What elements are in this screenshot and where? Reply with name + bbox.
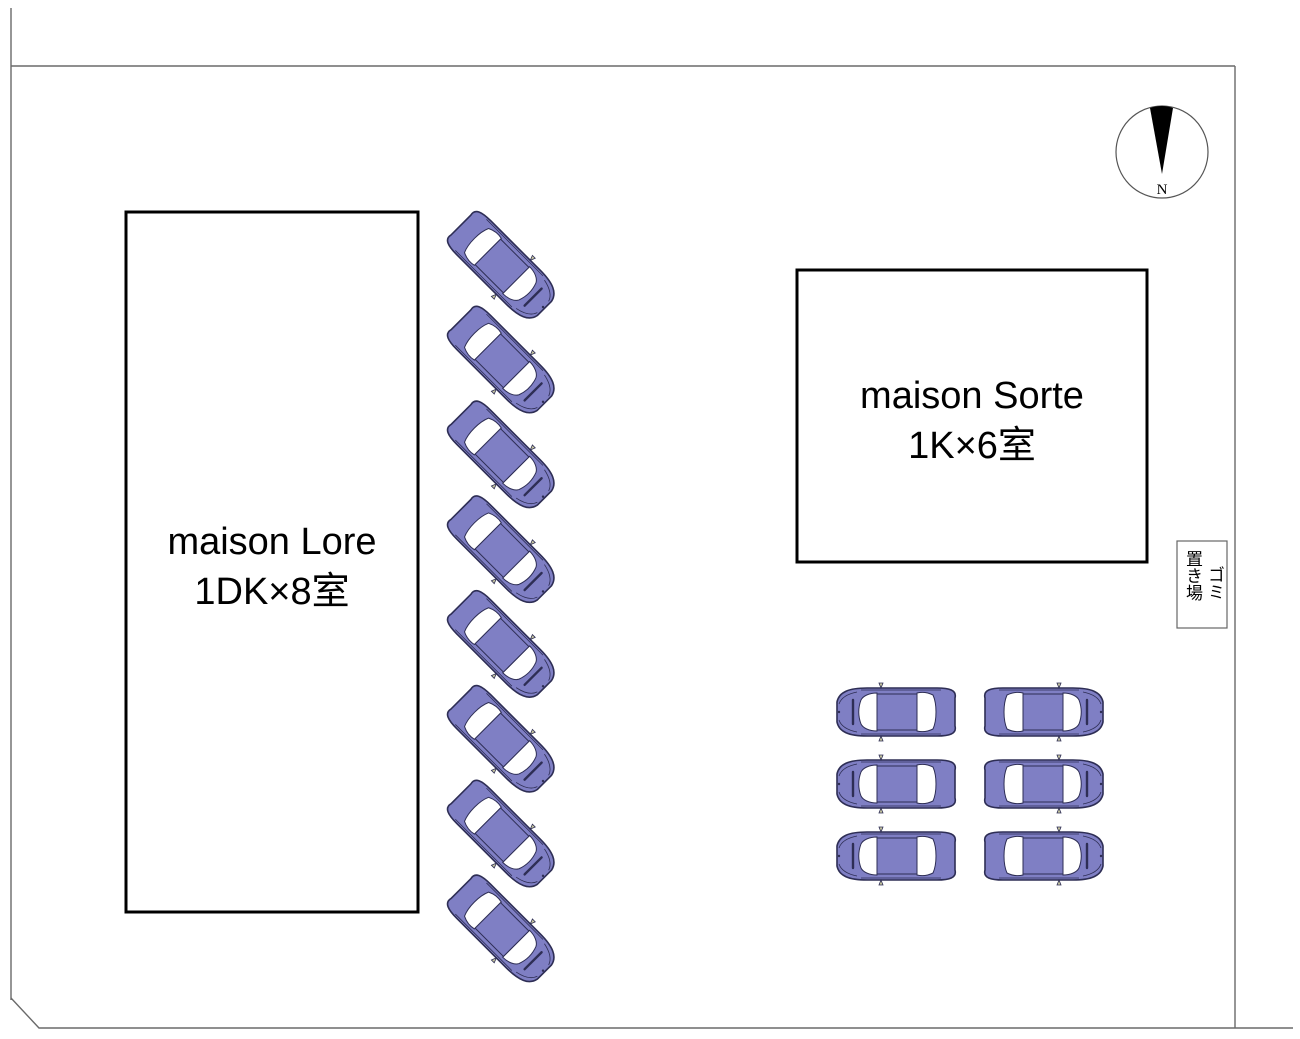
building-units: 1DK×8室 xyxy=(194,571,349,613)
parking-space-car-icon xyxy=(439,582,567,710)
parking-maison-lore xyxy=(439,203,567,994)
trash-area-outline xyxy=(1176,540,1228,629)
building-units: 1K×6室 xyxy=(908,425,1036,467)
parking-space-car-icon xyxy=(439,203,567,331)
site-boundary xyxy=(10,8,1293,1029)
building-name: maison Lore xyxy=(167,521,376,563)
parking-space-car-icon xyxy=(835,681,957,743)
trash-area-label-1: ゴミ xyxy=(1204,566,1224,600)
trash-area-label-2: 置き場 xyxy=(1182,550,1203,602)
parking-space-car-icon xyxy=(439,677,567,805)
compass: N xyxy=(1115,105,1209,199)
boundary-line-south xyxy=(10,997,1293,1029)
building-name: maison Sorte xyxy=(860,375,1084,417)
building-maison-sorte[interactable]: maison Sorte 1K×6室 xyxy=(795,268,1149,564)
compass-label: N xyxy=(1157,182,1168,198)
parking-space-car-icon xyxy=(439,771,567,899)
parking-space-car-icon xyxy=(835,753,957,815)
parking-space-car-icon xyxy=(835,825,957,887)
parking-space-car-icon xyxy=(439,866,567,994)
parking-space-car-icon xyxy=(439,297,567,425)
north-arrow-icon xyxy=(1150,106,1173,174)
trash-area: ゴミ 置き場 xyxy=(1176,540,1228,629)
building-outline xyxy=(124,210,420,914)
parking-space-car-icon xyxy=(439,487,567,615)
parking-space-car-icon xyxy=(983,825,1105,887)
parking-maison-sorte xyxy=(835,681,1105,887)
building-maison-lore[interactable]: maison Lore 1DK×8室 xyxy=(124,210,420,914)
parking-space-car-icon xyxy=(983,753,1105,815)
parking-space-car-icon xyxy=(439,392,567,520)
building-outline xyxy=(795,268,1149,564)
parking-space-car-icon xyxy=(983,681,1105,743)
